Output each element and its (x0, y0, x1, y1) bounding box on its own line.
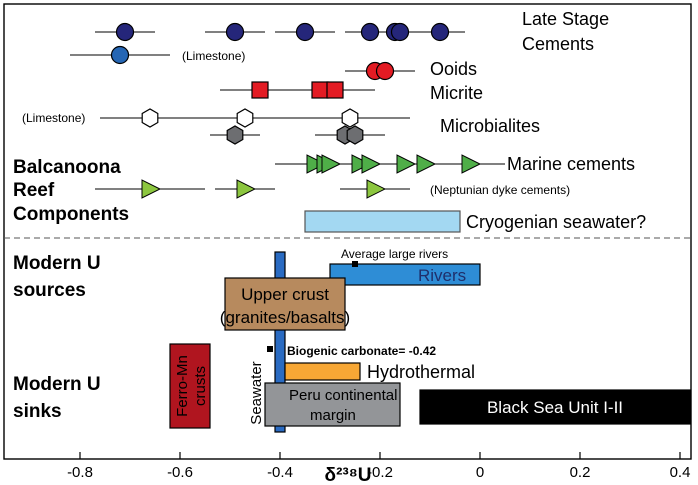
series-label-0-line2: Cements (522, 34, 594, 54)
point-0-6 (430, 22, 450, 42)
ferro-mn-bar (169, 343, 211, 429)
seawater-label: Seawater (248, 361, 265, 424)
point-7-1 (236, 179, 257, 199)
point-1-0 (110, 45, 130, 65)
series-label-2: Ooids (430, 59, 477, 79)
x-axis-label: δ²³⁸U (325, 465, 372, 485)
series-label-1: (Limestone) (182, 49, 245, 63)
x-tick-label-6: 0.4 (670, 464, 691, 481)
upper-crust-label-line2: (granites/basalts) (220, 308, 350, 327)
point-5-0 (226, 125, 244, 145)
point-4-2 (341, 108, 359, 128)
point-6-0 (306, 154, 327, 174)
point-3-1 (311, 81, 329, 99)
point-3-0 (251, 81, 269, 99)
series-label-6: Marine cements (507, 154, 635, 174)
peru-margin-label-line2: margin (310, 407, 356, 424)
x-tick-label-1: -0.6 (167, 464, 193, 481)
upper-crust-label: Upper crust (241, 285, 329, 304)
series-label-3: Micrite (430, 83, 483, 103)
point-6-7 (461, 154, 482, 174)
point-6-2 (321, 154, 342, 174)
group-label-sinks-2: sinks (13, 401, 62, 422)
point-6-4 (361, 154, 382, 174)
x-tick-label-4: 0 (476, 464, 484, 481)
ferro-mn-label-line2: crusts (192, 366, 209, 406)
hydrothermal-label: Hydrothermal (367, 362, 475, 382)
biogenic-label: Biogenic carbonate= -0.42 (287, 344, 436, 358)
point-0-5 (390, 22, 410, 42)
average-rivers-label: Average large rivers (341, 247, 448, 261)
series-label-4: (Limestone) (22, 111, 85, 125)
point-7-2 (366, 179, 387, 199)
cryogenian-label: Cryogenian seawater? (466, 212, 646, 232)
x-tick-label-2: -0.4 (267, 464, 293, 481)
point-4-1 (236, 108, 254, 128)
hydrothermal-bar (284, 362, 361, 381)
rivers-label: Rivers (418, 266, 466, 285)
group-label-sources-2: sources (13, 280, 86, 301)
x-tick-label-5: 0.2 (570, 464, 591, 481)
point-7-0 (141, 179, 162, 199)
x-tick-label-0: -0.8 (67, 464, 93, 481)
peru-margin-bar (264, 382, 401, 427)
group-label-sources-1: Modern U (13, 253, 101, 274)
point-2-1 (375, 61, 395, 81)
ferro-mn-label: Ferro-Mn (174, 355, 191, 417)
rivers-bar (329, 263, 481, 286)
point-6-6 (416, 154, 437, 174)
point-4-0 (141, 108, 159, 128)
group-label-reef-3: Components (13, 204, 129, 225)
point-0-3 (360, 22, 380, 42)
biogenic-marker (267, 346, 273, 352)
peru-margin-label: Peru continental (289, 387, 397, 404)
black-sea-label: Black Sea Unit I-II (487, 398, 623, 417)
point-6-5 (396, 154, 417, 174)
upper-crust-bar (224, 277, 346, 331)
cryogenian-bar (304, 210, 461, 233)
point-0-1 (225, 22, 245, 42)
seawater-bar (274, 251, 286, 433)
point-6-3 (351, 154, 372, 174)
average-rivers-marker (352, 261, 358, 267)
point-0-0 (115, 22, 135, 42)
point-5-2 (346, 125, 364, 145)
group-label-reef-2: Reef (13, 180, 55, 201)
series-label-7: (Neptunian dyke cements) (430, 183, 570, 197)
group-label-reef-1: Balcanoona (13, 157, 121, 178)
series-label-5: Microbialites (440, 116, 540, 136)
group-label-sinks-1: Modern U (13, 374, 101, 395)
point-3-2 (326, 81, 344, 99)
point-0-2 (295, 22, 315, 42)
x-tick-label-3: -0.2 (367, 464, 393, 481)
black-sea-bar (419, 389, 691, 425)
series-label-0: Late Stage (522, 9, 609, 29)
